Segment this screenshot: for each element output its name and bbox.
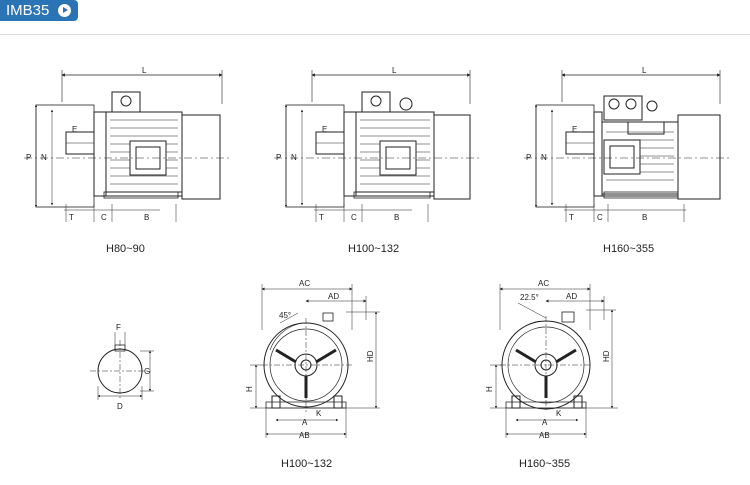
dim-label-p: P xyxy=(526,153,531,162)
dim-label-t: T xyxy=(69,213,74,222)
caption-end-view-1: H100~132 xyxy=(281,458,332,470)
section-tab[interactable]: IMB35 xyxy=(0,0,78,21)
dim-label-n: N xyxy=(541,153,547,162)
dim-label-t: T xyxy=(569,213,574,222)
dim-label-l: L xyxy=(142,66,147,75)
dim-label-b: B xyxy=(394,213,399,222)
dim-label-angle: 45° xyxy=(279,311,291,320)
dim-label-f: F xyxy=(116,323,121,332)
dim-label-ac: AC xyxy=(299,279,310,288)
dim-label-h: H xyxy=(245,386,254,392)
caption-side-view-3: H160~355 xyxy=(603,243,654,255)
dim-label-c: C xyxy=(101,213,107,222)
dim-label-d: D xyxy=(117,402,123,411)
dim-label-e: E xyxy=(72,125,77,134)
dim-label-angle: 22.5° xyxy=(520,293,539,302)
dim-label-k: K xyxy=(556,409,562,418)
side-view-h80-90 xyxy=(24,70,232,222)
section-title: IMB35 xyxy=(6,2,50,19)
arrow-right-icon[interactable] xyxy=(58,4,71,17)
dim-label-hd: HD xyxy=(602,350,611,362)
dim-label-b: B xyxy=(144,213,149,222)
dim-label-l: L xyxy=(642,66,647,75)
dim-label-h: H xyxy=(485,386,494,392)
dim-label-ac: AC xyxy=(538,279,549,288)
dim-label-g: G xyxy=(144,367,150,376)
dim-label-e: E xyxy=(572,125,577,134)
header-divider xyxy=(0,34,750,35)
dim-label-hd: HD xyxy=(366,350,375,362)
dim-label-t: T xyxy=(319,213,324,222)
dim-label-ad: AD xyxy=(328,292,339,301)
shaft-section xyxy=(90,332,154,400)
dim-label-e: E xyxy=(322,125,327,134)
side-view-h160-355 xyxy=(524,70,732,222)
dim-label-n: N xyxy=(291,153,297,162)
end-view-h100-132 xyxy=(250,284,380,438)
dim-label-c: C xyxy=(597,213,603,222)
dim-label-p: P xyxy=(276,153,281,162)
dim-label-a: A xyxy=(302,418,308,427)
caption-side-view-1: H80~90 xyxy=(106,243,145,255)
caption-side-view-2: H100~132 xyxy=(348,243,399,255)
dim-label-c: C xyxy=(351,213,357,222)
end-view-h160-355 xyxy=(490,284,618,438)
dim-label-n: N xyxy=(41,153,47,162)
side-view-h100-132 xyxy=(274,70,482,222)
dim-label-ad: AD xyxy=(566,292,577,301)
dim-label-ab: AB xyxy=(299,431,310,440)
dim-label-k: K xyxy=(316,409,322,418)
dim-label-ab: AB xyxy=(539,431,550,440)
dim-label-l: L xyxy=(392,66,397,75)
dim-label-b: B xyxy=(642,213,647,222)
dim-label-a: A xyxy=(542,418,548,427)
dim-label-p: P xyxy=(26,153,31,162)
caption-end-view-2: H160~355 xyxy=(519,458,570,470)
